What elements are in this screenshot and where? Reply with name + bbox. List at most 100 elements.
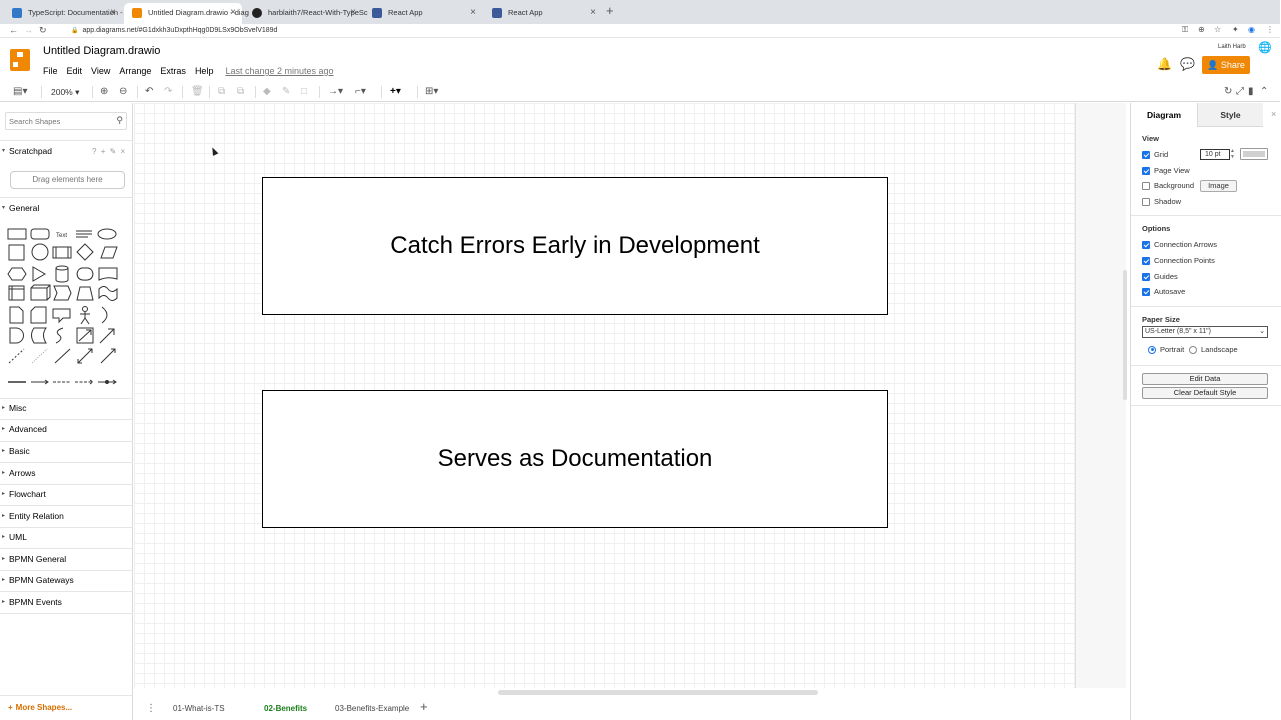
browser-tab-github[interactable]: harblaith7/React-With-TypeSc × xyxy=(244,3,368,24)
image-button[interactable]: Image xyxy=(1200,180,1237,192)
parallelogram-shape[interactable] xyxy=(100,246,118,259)
hexagon-shape[interactable] xyxy=(7,267,27,281)
fullscreen-icon[interactable]: ⤢ xyxy=(1236,86,1244,97)
profile-avatar-icon[interactable]: ◉ xyxy=(1248,25,1255,34)
bell-icon[interactable]: 🔔 xyxy=(1157,57,1172,71)
rectangle-shape[interactable] xyxy=(7,228,27,240)
shadow-option[interactable]: Shadow xyxy=(1142,197,1181,206)
cube-shape[interactable] xyxy=(30,284,51,301)
page-view-option[interactable]: Page View xyxy=(1142,166,1190,175)
single-arrow-shape[interactable] xyxy=(76,327,94,344)
landscape-radio[interactable] xyxy=(1189,345,1197,354)
new-tab-plus-icon[interactable]: + xyxy=(606,3,614,18)
diagram-canvas[interactable]: Catch Errors Early in Development Serves… xyxy=(134,103,1126,688)
grid-color-swatch[interactable] xyxy=(1240,148,1268,160)
back-arrow-icon[interactable]: ← xyxy=(9,25,18,35)
or-shape[interactable] xyxy=(101,306,108,324)
rounded-rectangle-shape[interactable] xyxy=(30,228,50,240)
menu-help[interactable]: Help xyxy=(194,66,214,76)
dashed-arrow-shape[interactable] xyxy=(75,379,94,385)
section-bpmn-general[interactable]: BPMN General xyxy=(0,550,132,568)
menu-extras[interactable]: Extras xyxy=(160,66,186,76)
to-front-icon[interactable]: ⧉ xyxy=(218,86,226,97)
pages-menu-icon[interactable]: ⋮ xyxy=(146,703,156,714)
square-shape[interactable] xyxy=(8,244,25,261)
diagram-box-documentation[interactable]: Serves as Documentation xyxy=(262,390,888,528)
edit-pencil-icon[interactable]: ✎ xyxy=(109,147,118,156)
portrait-option[interactable]: Portrait xyxy=(1148,345,1184,354)
sync-icon[interactable]: ↻ xyxy=(1224,86,1233,97)
globe-icon[interactable]: 🌐 xyxy=(1258,42,1272,54)
to-back-icon[interactable]: ⧉ xyxy=(237,86,245,97)
diamond-shape[interactable] xyxy=(76,243,94,261)
search-icon[interactable]: ⚲ xyxy=(116,115,123,125)
waypoints-icon[interactable]: ⌐▾ xyxy=(355,86,366,97)
background-checkbox[interactable] xyxy=(1142,181,1150,190)
zoom-out-icon[interactable]: ⊖ xyxy=(119,86,128,97)
line-shape[interactable] xyxy=(54,348,71,364)
autosave-checkbox[interactable] xyxy=(1142,287,1150,296)
insert-plus-icon[interactable]: +▾ xyxy=(390,86,401,97)
vertical-scrollbar[interactable] xyxy=(1123,270,1127,400)
horizontal-scrollbar[interactable] xyxy=(498,690,818,695)
ellipse-shape[interactable] xyxy=(97,228,117,240)
section-bpmn-events[interactable]: BPMN Events xyxy=(0,593,132,611)
section-uml[interactable]: UML xyxy=(0,528,132,546)
diagram-box-catch-errors[interactable]: Catch Errors Early in Development xyxy=(262,177,888,315)
curve-shape[interactable] xyxy=(55,327,64,344)
close-icon[interactable]: × xyxy=(590,7,596,18)
menu-view[interactable]: View xyxy=(91,66,111,76)
section-entity-relation[interactable]: Entity Relation xyxy=(0,507,132,525)
guides-checkbox[interactable] xyxy=(1142,272,1150,281)
menu-arrange[interactable]: Arrange xyxy=(119,66,152,76)
edit-data-button[interactable]: Edit Data xyxy=(1142,373,1268,385)
zoom-select[interactable]: 200% ▾ xyxy=(51,87,80,97)
browser-tab-react-app-1[interactable]: React App × xyxy=(364,3,482,24)
close-icon[interactable]: × xyxy=(230,7,236,18)
textbox-shape[interactable] xyxy=(76,230,92,238)
cylinder-shape[interactable] xyxy=(55,265,69,283)
last-change-link[interactable]: Last change 2 minutes ago xyxy=(225,66,334,76)
browser-tab-react-app-2[interactable]: React App × xyxy=(484,3,602,24)
scratchpad-drop-zone[interactable]: Drag elements here xyxy=(10,171,125,189)
bidirectional-arrow-shape[interactable] xyxy=(77,348,93,364)
more-shapes-button[interactable]: +More Shapes... xyxy=(8,703,72,712)
tab-style[interactable]: Style xyxy=(1197,103,1263,127)
portrait-radio[interactable] xyxy=(1148,345,1156,354)
text-shape[interactable]: Text xyxy=(56,233,67,239)
internal-storage-shape[interactable] xyxy=(8,285,25,301)
note-shape[interactable] xyxy=(9,306,24,324)
link-arrow-shape[interactable] xyxy=(31,379,49,385)
url-field[interactable]: 🔒app.diagrams.net/#G1dxkh3uDxpthHqg0D9LS… xyxy=(71,25,277,37)
shadow-icon[interactable]: □ xyxy=(301,86,308,97)
grid-option[interactable]: Grid xyxy=(1142,150,1168,159)
menu-edit[interactable]: Edit xyxy=(66,66,83,76)
triangle-shape[interactable] xyxy=(32,266,46,282)
browser-tab-drawio[interactable]: Untitled Diagram.drawio - diag × xyxy=(124,3,249,24)
data-storage-shape[interactable] xyxy=(31,327,47,344)
page-tab-what-is-ts[interactable]: 01-What-is-TS xyxy=(173,704,225,713)
line-color-icon[interactable]: ✎ xyxy=(282,86,291,97)
browser-menu-icon[interactable]: ⋮ xyxy=(1266,25,1274,34)
grid-size-input[interactable]: 10 pt xyxy=(1200,149,1230,160)
close-icon[interactable]: × xyxy=(120,147,127,156)
collapse-chevron-icon[interactable]: ⌃ xyxy=(1260,86,1269,97)
redo-icon[interactable]: ↷ xyxy=(164,86,173,97)
zoom-icon[interactable]: ⊕ xyxy=(1198,25,1205,34)
share-button[interactable]: 👤 Share xyxy=(1202,56,1250,74)
panel-toggle-icon[interactable]: ▮ xyxy=(1248,86,1254,97)
connection-style-icon[interactable]: →▾ xyxy=(328,86,344,97)
extension-puzzle-icon[interactable]: ✦ xyxy=(1232,25,1239,34)
circle-shape[interactable] xyxy=(31,243,49,261)
paper-size-select[interactable]: US-Letter (8,5" x 11")⌄ xyxy=(1142,326,1268,338)
close-icon[interactable]: × xyxy=(110,7,116,18)
browser-tab-typescript[interactable]: TypeScript: Documentation - H × xyxy=(4,3,130,24)
search-input[interactable] xyxy=(6,113,111,130)
step-shape[interactable] xyxy=(53,285,72,301)
key-icon[interactable]: ⚿ xyxy=(1182,25,1189,34)
landscape-option[interactable]: Landscape xyxy=(1189,345,1238,354)
connection-arrows-checkbox[interactable] xyxy=(1142,240,1150,249)
autosave-option[interactable]: Autosave xyxy=(1142,287,1185,296)
tab-diagram[interactable]: Diagram xyxy=(1131,103,1197,127)
page-tab-benefits[interactable]: 02-Benefits xyxy=(264,704,308,713)
